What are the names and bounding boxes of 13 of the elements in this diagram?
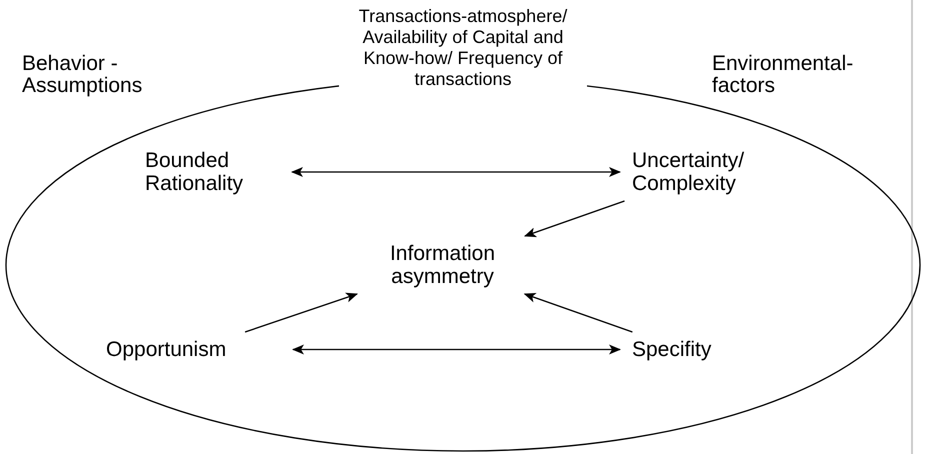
node-label: Bounded Rationality <box>145 149 244 195</box>
group-label: Environmental- factors <box>712 53 854 97</box>
node-label: Uncertainty/ Complexity <box>632 149 746 195</box>
node-label: Opportunism <box>106 338 228 361</box>
heading-text: Transactions-atmosphere/ Availability of Capital and Know-how/ Frequency of transactions <box>339 6 587 90</box>
node-label: Specifity <box>632 338 712 361</box>
arrow <box>524 292 633 333</box>
node-label: Information asymmetry <box>388 242 496 288</box>
group-label: Behavior - Assumptions <box>22 53 144 97</box>
arrow <box>291 167 621 177</box>
arrow <box>244 292 358 333</box>
arrow <box>524 200 625 238</box>
arrow <box>292 344 621 354</box>
